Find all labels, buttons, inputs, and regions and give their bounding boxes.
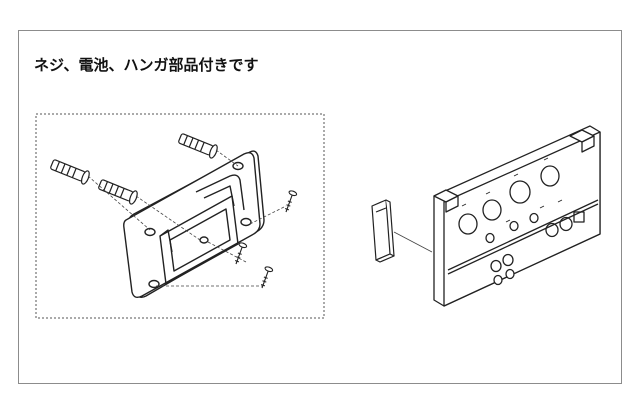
screw-icon [234,190,298,289]
cover-guide-line [393,231,433,253]
battery-cover-icon [371,199,395,263]
remote-panel-icon [433,125,601,307]
parts-caption: ネジ、電池、ハンガ部品付きです [34,56,259,74]
hanger-bracket-icon [123,150,265,299]
assembly-guide-lines [87,149,287,287]
content-frame [18,30,622,384]
mounting-kit-dashed-box [35,113,325,319]
wall-anchor-icon [50,133,218,205]
